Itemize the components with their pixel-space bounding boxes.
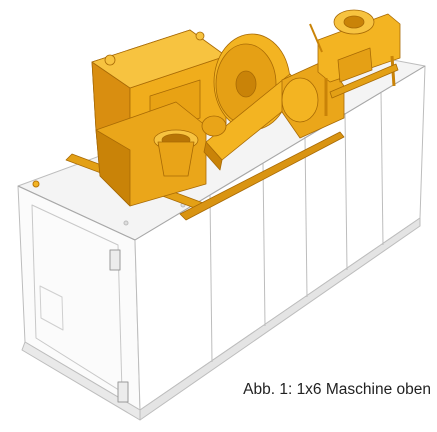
machinery (65, 9, 401, 221)
figure-caption: Abb. 1: 1x6 Maschine oben (243, 381, 431, 398)
